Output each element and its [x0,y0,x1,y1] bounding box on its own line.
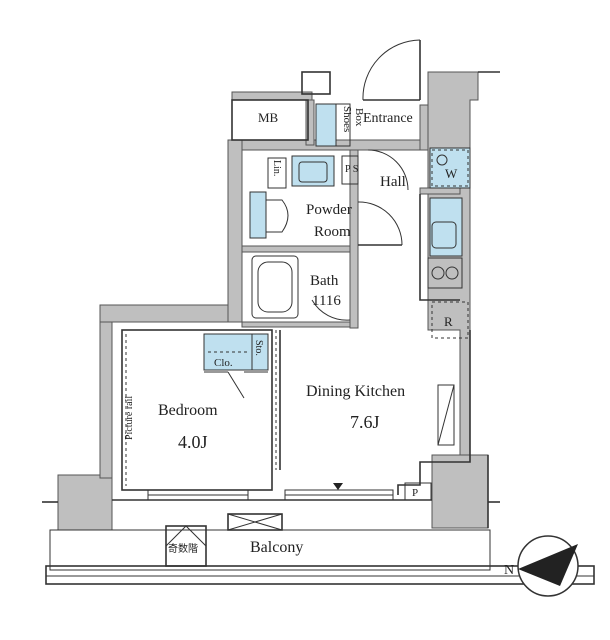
bedroom-top-wall [99,304,239,323]
picture-rail-label: Picture rail [124,396,135,440]
kitchen-counter-outline [419,194,460,301]
stair-hatch-triangle [165,525,207,547]
bedroom-left-wall [99,304,113,479]
left-pillar [57,474,113,531]
storage-fixture [251,333,269,371]
window-arrow [333,483,343,490]
compass-needle [518,544,578,586]
labels: MB Shoes Box Entrance P S Lin. Hall W Po… [124,106,458,556]
balcony-area [42,501,595,585]
mb-label: MB [258,110,279,125]
fridge-space [431,301,469,339]
bath-label-2: 1116 [312,293,341,309]
shoes-box-fixture [315,103,337,147]
linen-closet [267,157,287,189]
kitchen-top-wall [419,187,461,195]
shoes-left-wall [305,99,315,146]
p-box [404,482,432,501]
hall-door-swing [367,149,409,191]
shoes-label: Shoes [341,106,353,132]
mb-box [231,99,309,141]
washbasin-bowl [298,161,328,183]
sto-label: Sto. [253,340,264,356]
outlines [112,39,500,528]
kitchen-sink-counter [429,197,463,257]
tv-board [437,384,455,446]
shoes-box-label-area [335,103,351,147]
r-label: R [444,314,453,329]
burner-right [445,266,459,280]
ps-label: P S [345,164,358,175]
bedroom-size: 4.0J [178,432,208,452]
bath-label-1: Bath [310,273,339,289]
ps-box [341,155,359,185]
burner-left [431,266,445,280]
shaft-box [301,71,331,95]
entrance-door-swing [362,39,421,101]
outdoor-unit-x2 [227,513,283,531]
right-pillar [431,454,489,529]
toilet-tank [249,191,267,239]
kitchen-sink [431,221,457,249]
compass: N [504,535,579,597]
balcony-parapet [45,565,595,585]
mb-top-wall [231,91,313,101]
washer-drain [436,154,448,166]
dining-kitchen-label: Dining Kitchen [306,383,405,400]
bedroom-label: Bedroom [158,402,218,419]
tv-board-diag [437,384,455,446]
compass-n: N [504,563,514,578]
clo-label: Clo. [214,357,233,369]
dining-size: 7.6J [350,412,380,432]
washer-dashed [431,149,469,187]
bath-door-swing [311,299,351,321]
box-label: Box [353,108,365,127]
powder-label-2: Room [314,224,351,240]
powder-door-swing [357,201,403,246]
entrance-right-wall [419,104,429,151]
entrance-label: Entrance [363,111,413,126]
bathtub [251,255,299,319]
bath-top-wall [241,245,355,253]
powder-left-wall [227,139,243,323]
toilet-bowl [265,199,289,233]
lin-label: Lin. [271,160,282,176]
w-label: W [445,166,458,181]
balcony-label: Balcony [250,539,303,556]
washer-space [429,147,471,189]
closet-doors [204,371,268,399]
outdoor-unit [227,513,283,531]
powder-label-1: Powder [306,202,352,218]
stove [427,257,463,289]
bathtub-inner [257,261,293,313]
dining-right-wall [397,330,471,495]
stairs-label: 奇数階 [168,542,198,555]
fixtures [125,103,471,486]
hall-label: Hall [380,174,406,190]
bath-bottom-wall [241,321,355,328]
bath-right-wall [349,149,359,329]
p-label: P [412,487,418,499]
